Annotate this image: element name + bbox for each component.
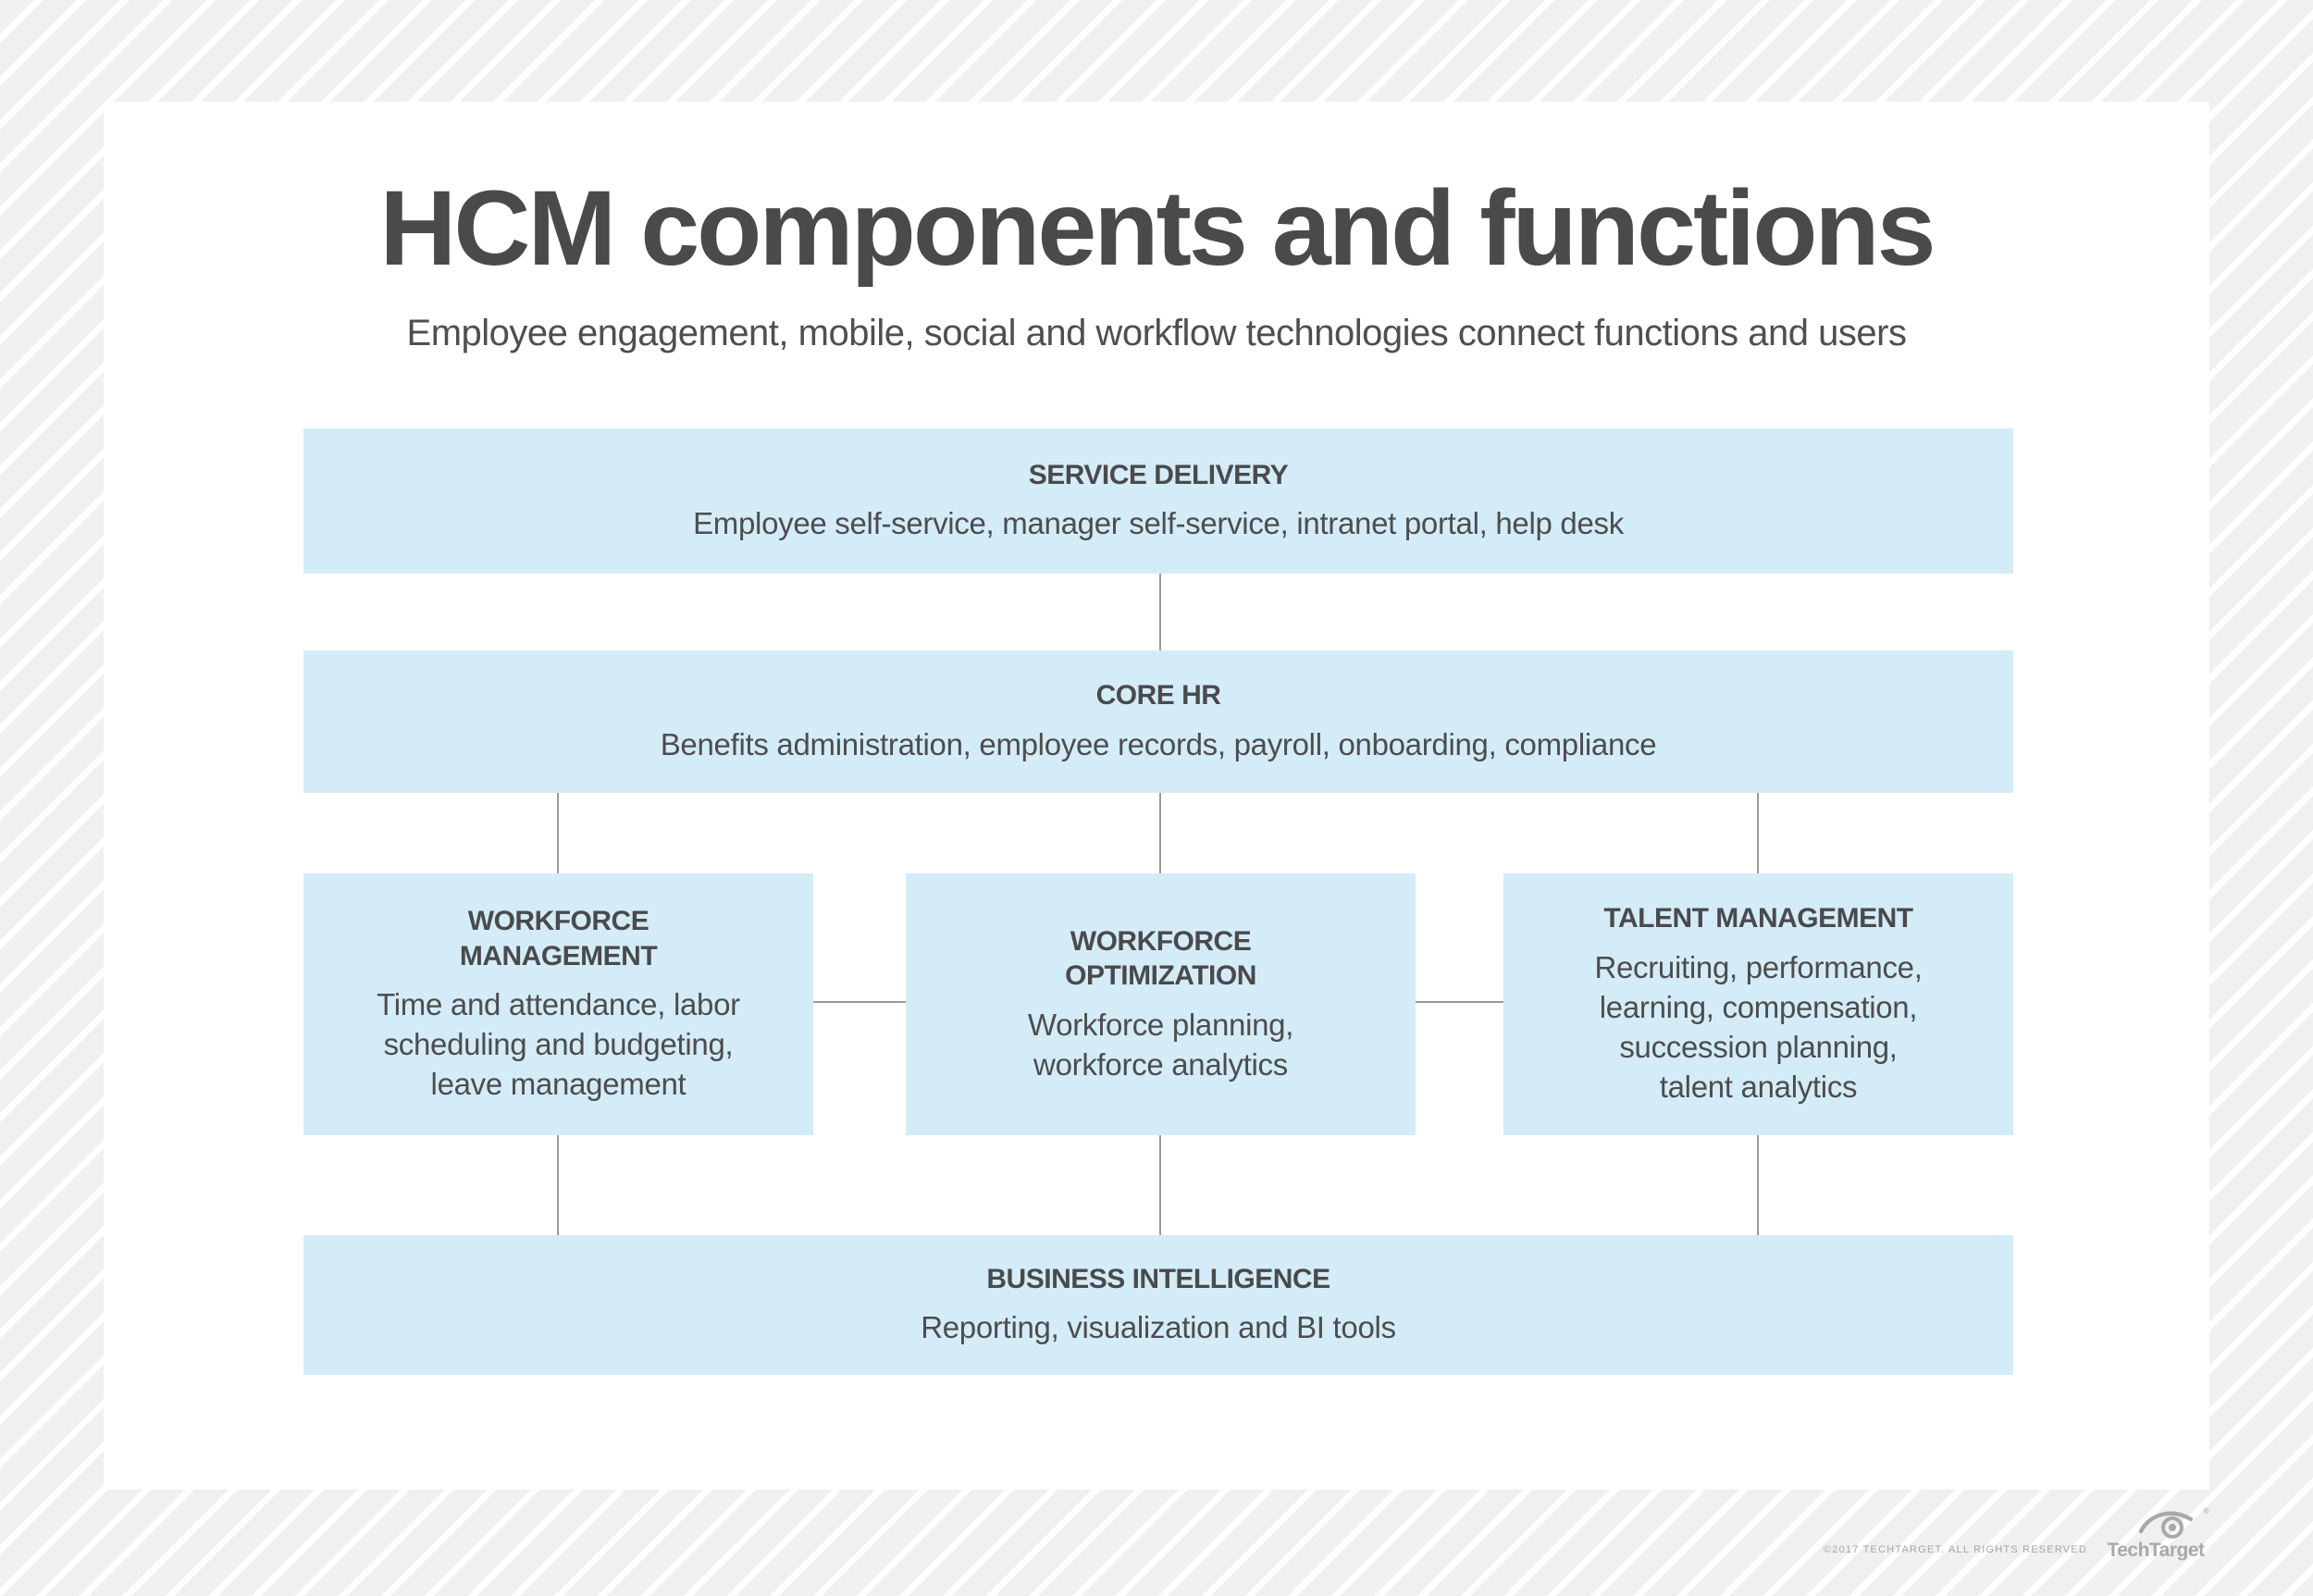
box-description: Recruiting, performance, learning, compe… xyxy=(1594,949,1923,1104)
registered-mark: ® xyxy=(2203,1506,2209,1516)
box-talent-management: TALENT MANAGEMENT Recruiting, performanc… xyxy=(1503,873,2013,1135)
connector-tm-to-bi xyxy=(1757,1135,1759,1235)
page-title: HCM components and functions xyxy=(379,169,1936,288)
box-description: Benefits administration, employee record… xyxy=(660,726,1657,761)
connector-wm-to-wo xyxy=(811,1001,906,1003)
box-description: Employee self-service, manager self-serv… xyxy=(693,506,1624,541)
box-title: CORE HR xyxy=(1095,680,1221,711)
techtarget-logo: TechTarget ® xyxy=(2100,1506,2211,1561)
box-description: Time and attendance, labor scheduling an… xyxy=(377,987,740,1101)
box-core-hr: CORE HR Benefits administration, employe… xyxy=(303,650,2013,793)
box-title: WORKFORCE MANAGEMENT xyxy=(459,906,658,971)
page-subtitle: Employee engagement, mobile, social and … xyxy=(406,313,1907,353)
connector-wo-to-bi xyxy=(1159,1135,1161,1235)
connector-core-to-wo xyxy=(1159,793,1161,873)
box-workforce-management: WORKFORCE MANAGEMENT Time and attendance… xyxy=(303,873,813,1135)
connector-service-to-core xyxy=(1159,574,1161,650)
box-workforce-optimization: WORKFORCE OPTIMIZATION Workforce plannin… xyxy=(906,873,1416,1135)
box-service-delivery: SERVICE DELIVERY Employee self-service, … xyxy=(303,428,2013,574)
infographic-card: HCM components and functions Employee en… xyxy=(104,102,2209,1490)
connector-wo-to-tm xyxy=(1416,1001,1503,1003)
box-description: Workforce planning, workforce analytics xyxy=(1027,1007,1294,1082)
box-business-intelligence: BUSINESS INTELLIGENCE Reporting, visuali… xyxy=(303,1235,2013,1375)
box-description: Reporting, visualization and BI tools xyxy=(921,1310,1396,1345)
copyright-text: ©2017 TECHTARGET. ALL RIGHTS RESERVED xyxy=(1823,1544,2087,1556)
footer: ©2017 TECHTARGET. ALL RIGHTS RESERVED Te… xyxy=(1823,1506,2211,1561)
eye-icon xyxy=(2139,1511,2193,1539)
box-title: SERVICE DELIVERY xyxy=(1028,459,1289,490)
box-title: WORKFORCE OPTIMIZATION xyxy=(1065,925,1256,992)
connector-core-to-wm xyxy=(557,793,559,873)
connector-wm-to-bi xyxy=(557,1135,559,1235)
logo-text: TechTarget xyxy=(2107,1540,2205,1561)
connector-core-to-tm xyxy=(1757,793,1759,873)
box-title: BUSINESS INTELLIGENCE xyxy=(986,1263,1330,1294)
box-title: TALENT MANAGEMENT xyxy=(1603,903,1913,934)
